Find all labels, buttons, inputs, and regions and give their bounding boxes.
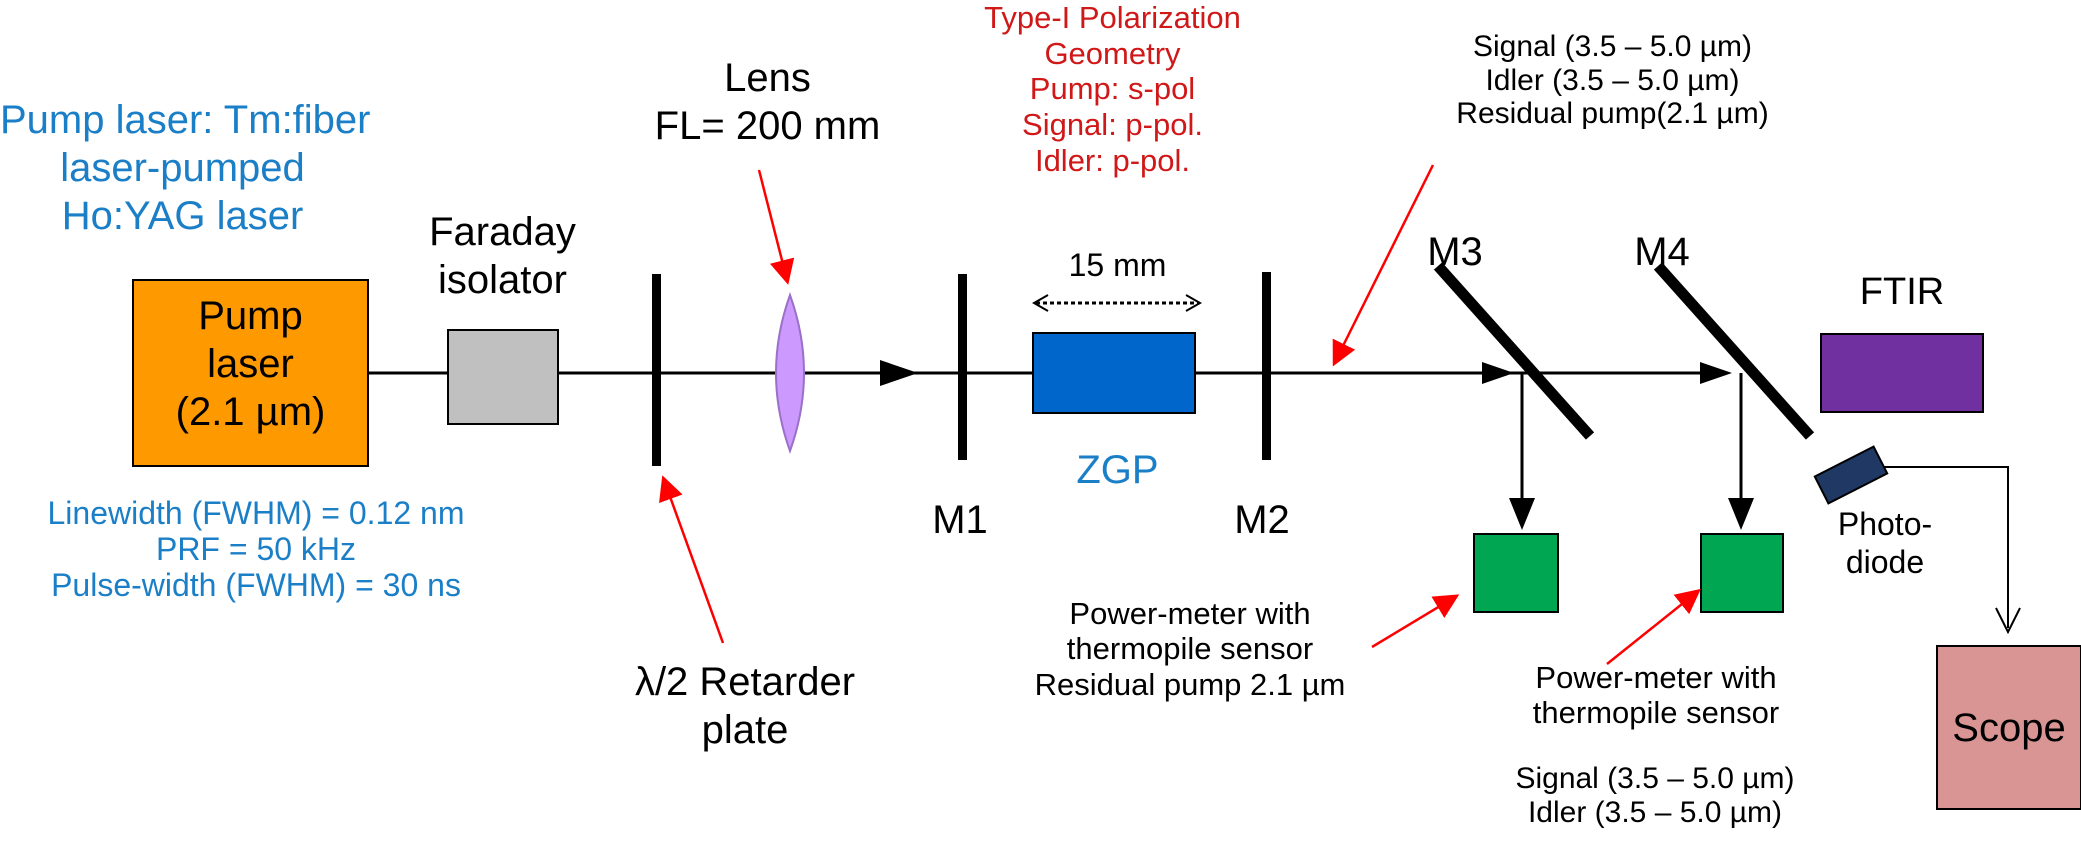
- scope-box: [1936, 645, 2081, 810]
- pump-laser-label: Pump laser (2.1 µm): [133, 292, 368, 436]
- zgp-crystal: [1032, 332, 1196, 414]
- power-meter-2-sublabel: Signal (3.5 – 5.0 µm) Idler (3.5 – 5.0 µ…: [1440, 762, 1870, 830]
- pump-laser-spec-line: Pulse-width (FWHM) = 30 ns: [51, 566, 461, 603]
- output-beam-line: Residual pump(2.1 µm): [1456, 97, 1769, 131]
- pump-laser-box: [132, 279, 369, 467]
- photodiode-body: [1813, 445, 1889, 505]
- pump-source-title-line: Ho:YAG laser: [61, 194, 304, 238]
- retarder-label-line: plate: [701, 708, 789, 752]
- crystal-length-right-head: [1185, 294, 1203, 312]
- pump-source-title: Pump laser: Tm:fiber laser-pumped Ho:YAG…: [0, 96, 371, 240]
- mirror-m3-label: M3: [1427, 230, 1483, 274]
- mirror-m1-label: M1: [932, 498, 988, 542]
- zgp-label: ZGP: [1076, 448, 1159, 492]
- pointer-arrow-lens: [757, 169, 795, 285]
- crystal-length-label: 15 mm: [1068, 247, 1167, 283]
- power-meter-1-line: thermopile sensor: [1066, 631, 1314, 667]
- mirror-m2-label: M2: [1234, 498, 1290, 542]
- mirror-m4-label: M4: [1634, 230, 1690, 274]
- photodiode-cable: [1884, 466, 2009, 628]
- beam-arrow-3: [1700, 362, 1732, 384]
- scope-input-arrow: [1995, 607, 2021, 635]
- power-meter-1-line: Power-meter with: [1069, 596, 1311, 631]
- retarder-label: λ/2 Retarder plate: [585, 658, 905, 754]
- polarization-line: Type-I Polarization: [984, 0, 1241, 35]
- power-meter-2-label: Power-meter with thermopile sensor: [1456, 660, 1856, 731]
- power-meter-2-line: thermopile sensor: [1532, 695, 1780, 731]
- ftir-label: FTIR: [1859, 271, 1945, 313]
- faraday-label-line: isolator: [438, 258, 567, 302]
- mirror-m4: [1653, 262, 1815, 440]
- power-meter-2-subline: Signal (3.5 – 5.0 µm): [1515, 762, 1795, 795]
- retarder-label-line: λ/2 Retarder: [634, 660, 856, 704]
- power-meter-2-line: Power-meter with: [1535, 660, 1777, 695]
- pump-source-title-line: Pump laser: Tm:fiber: [0, 98, 371, 142]
- faraday-label-line: Faraday: [429, 210, 576, 254]
- polarization-geometry-label: Type-I Polarization Geometry Pump: s-pol…: [920, 0, 1305, 178]
- mirror-m3: [1433, 262, 1595, 440]
- polarization-line: Pump: s-pol: [1029, 71, 1196, 107]
- output-beam-line: Idler (3.5 – 5.0 µm): [1485, 63, 1740, 97]
- faraday-label: Faraday isolator: [400, 208, 605, 304]
- lens-shape: [775, 292, 805, 454]
- reflected-arrow-m3: [1509, 498, 1535, 530]
- power-meter-2-subline: Idler (3.5 – 5.0 µm): [1527, 796, 1783, 830]
- photodiode-label-line: Photo-: [1837, 506, 1933, 542]
- pump-laser-label-line: (2.1 µm): [175, 390, 326, 434]
- pointer-arrow-power-meter-1: [1371, 594, 1460, 649]
- pointer-arrow-power-meter-2: [1606, 588, 1701, 665]
- mirror-m1: [958, 274, 967, 460]
- lens-label-line: Lens: [724, 56, 811, 100]
- polarization-line: Signal: p-pol.: [1022, 106, 1203, 142]
- pump-laser-specs: Linewidth (FWHM) = 0.12 nm PRF = 50 kHz …: [0, 495, 512, 603]
- polarization-line: Geometry: [1044, 35, 1181, 71]
- pump-laser-label-line: Pump: [198, 294, 303, 338]
- pump-laser-label-line: laser: [207, 342, 294, 386]
- output-beam-label: Signal (3.5 – 5.0 µm) Idler (3.5 – 5.0 µ…: [1385, 30, 1840, 131]
- power-meter-2-box: [1700, 533, 1784, 613]
- pump-laser-spec-line: Linewidth (FWHM) = 0.12 nm: [47, 495, 465, 531]
- power-meter-1-box: [1473, 533, 1559, 613]
- ftir-box: [1820, 333, 1984, 413]
- faraday-isolator-box: [447, 329, 559, 425]
- photodiode-label-line: diode: [1845, 544, 1925, 581]
- pump-source-title-line: laser-pumped: [60, 146, 305, 190]
- reflected-arrow-m4: [1728, 498, 1754, 530]
- pointer-arrow-retarder: [659, 475, 725, 644]
- beam-arrow-1: [880, 360, 918, 386]
- retarder-plate: [652, 274, 661, 466]
- scope-label: Scope: [1952, 706, 2066, 750]
- power-meter-1-label: Power-meter with thermopile sensor Resid…: [990, 596, 1390, 702]
- lens-label-line: FL= 200 mm: [654, 104, 881, 148]
- output-beam-line: Signal (3.5 – 5.0 µm): [1472, 30, 1753, 63]
- power-meter-1-line: Residual pump 2.1 µm: [1034, 666, 1346, 702]
- photodiode-label: Photo- diode: [1815, 505, 1955, 582]
- crystal-length-left-head: [1031, 294, 1049, 312]
- mirror-m2: [1262, 272, 1271, 460]
- pointer-arrow-output-beam: [1332, 164, 1435, 367]
- lens-label: Lens FL= 200 mm: [620, 54, 915, 150]
- polarization-line: Idler: p-pol.: [1034, 142, 1191, 178]
- beam-arrow-2: [1482, 362, 1514, 384]
- pump-laser-spec-line: PRF = 50 kHz: [155, 530, 357, 567]
